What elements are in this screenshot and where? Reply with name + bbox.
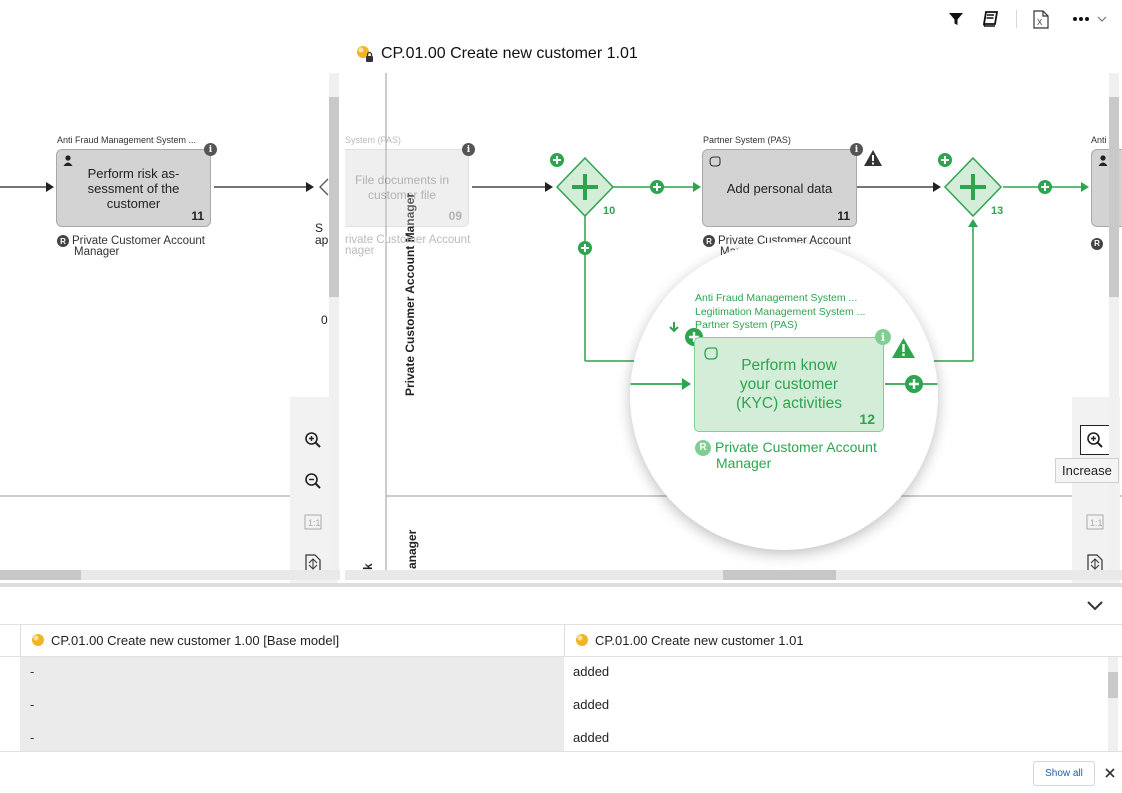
zoom-out-icon[interactable] [298, 466, 328, 496]
model-lock-icon [357, 46, 373, 62]
faded-lane-label: System (PAS) [345, 135, 401, 145]
zoom-in-icon[interactable] [1080, 425, 1110, 455]
info-icon[interactable]: i [204, 143, 217, 156]
role-r-icon: R [703, 235, 715, 247]
lane-label: Anti [1091, 135, 1107, 145]
vertical-lane-label-lower: anager [405, 529, 419, 569]
book-icon[interactable] [980, 8, 1002, 30]
task-number: 11 [191, 209, 204, 223]
model-icon [576, 634, 588, 646]
toolbar-divider [1016, 10, 1017, 28]
table-cell-compare: added [564, 690, 1108, 723]
task-file-documents[interactable]: File documents in customer file 09 [345, 149, 469, 227]
right-horizontal-scroll-thumb[interactable] [723, 570, 836, 580]
partial-text: ap [315, 233, 329, 247]
task-number: 09 [448, 209, 462, 223]
table-row[interactable]: - added [0, 723, 1108, 751]
comparison-table-header: CP.01.00 Create new customer 1.00 [Base … [0, 624, 1122, 657]
excel-export-icon[interactable]: X [1030, 8, 1052, 30]
table-cell-compare: added [564, 723, 1108, 751]
column-header-base[interactable]: CP.01.00 Create new customer 1.00 [Base … [30, 632, 339, 648]
task-label: Add personal data [726, 180, 833, 196]
svg-text:1:1: 1:1 [1090, 518, 1103, 528]
left-vertical-scrollbar[interactable] [329, 73, 339, 571]
zoom-tooltip: Increase [1055, 458, 1119, 483]
warning-icon [864, 150, 882, 166]
lane-label: Partner System (PAS) [703, 135, 791, 145]
table-vertical-scroll-thumb[interactable] [1108, 672, 1118, 698]
svg-text:1:1: 1:1 [308, 518, 321, 528]
left-vertical-scroll-thumb[interactable] [329, 97, 339, 297]
task-label: Perform know your customer (KYC) activit… [736, 357, 842, 412]
task-perform-kyc[interactable]: Perform know your customer (KYC) activit… [694, 337, 884, 432]
zoom-in-icon[interactable] [298, 425, 328, 455]
svg-text:X: X [1037, 18, 1043, 27]
column-header-compare[interactable]: CP.01.00 Create new customer 1.01 [574, 632, 804, 648]
task-number: 11 [837, 209, 850, 223]
table-cell-base: - [20, 657, 564, 690]
task-perform-risk-assessment[interactable]: Perform risk as- sessment of the custome… [56, 149, 211, 227]
task-label: File documents in customer file [354, 173, 450, 202]
show-all-button[interactable]: Show all [1033, 761, 1095, 786]
info-icon[interactable]: i [875, 329, 891, 345]
right-vertical-scroll-thumb[interactable] [1109, 97, 1119, 297]
table-cell-base: - [20, 723, 564, 751]
lane-label: Anti Fraud Management System ... [57, 135, 197, 145]
table-cell-compare: added [564, 657, 1108, 690]
compare-model-title: CP.01.00 Create new customer 1.01 [355, 44, 638, 64]
chevron-down-icon[interactable] [1085, 598, 1107, 614]
fit-page-icon[interactable] [298, 548, 328, 578]
hand-icon [709, 156, 721, 167]
vertical-lane-label-lower2: k [361, 563, 375, 570]
person-icon [1098, 155, 1108, 166]
close-icon[interactable] [1104, 766, 1118, 780]
model-icon [32, 634, 44, 646]
magnifier-lens: Anti Fraud Management System ... Legitim… [630, 242, 938, 550]
info-icon[interactable]: i [850, 143, 863, 156]
table-row[interactable]: - added [0, 690, 1108, 723]
pane-splitter[interactable] [0, 583, 1122, 587]
info-icon[interactable]: i [462, 143, 475, 156]
role-r-icon: R [1091, 235, 1106, 253]
gateway-number: 13 [991, 205, 1004, 217]
compare-title-text: CP.01.00 Create new customer 1.01 [381, 45, 638, 62]
partial-text: 0 [321, 313, 328, 327]
table-cell-base: - [20, 690, 564, 723]
base-model-diagram[interactable]: Anti Fraud Management System ... Perform… [0, 73, 340, 583]
more-icon[interactable] [1069, 8, 1109, 30]
actual-size-icon[interactable]: 1:1 [298, 507, 328, 537]
left-horizontal-scroll-thumb[interactable] [0, 570, 81, 580]
table-row[interactable]: - added [0, 657, 1108, 690]
task-add-personal-data[interactable]: Add personal data 11 [702, 149, 857, 227]
person-icon [63, 155, 73, 166]
hand-icon [704, 347, 718, 360]
warning-icon [892, 338, 915, 358]
role-r-icon: R [695, 440, 711, 457]
magnified-lane-labels: Anti Fraud Management System ... Legitim… [695, 292, 866, 331]
actual-size-icon[interactable]: 1:1 [1080, 507, 1110, 537]
task-number: 12 [859, 411, 875, 427]
table-vertical-scrollbar[interactable] [1108, 657, 1118, 751]
filter-icon[interactable] [945, 8, 967, 30]
left-horizontal-scrollbar[interactable] [0, 570, 340, 580]
divider [0, 751, 1122, 752]
task-label: Perform risk as- sessment of the custome… [87, 165, 180, 211]
right-vertical-scrollbar[interactable] [1109, 73, 1119, 571]
partial-text: S [315, 221, 324, 235]
role-r-icon: R [57, 235, 69, 247]
fit-page-icon[interactable] [1080, 548, 1110, 578]
gateway-number: 10 [603, 205, 616, 217]
